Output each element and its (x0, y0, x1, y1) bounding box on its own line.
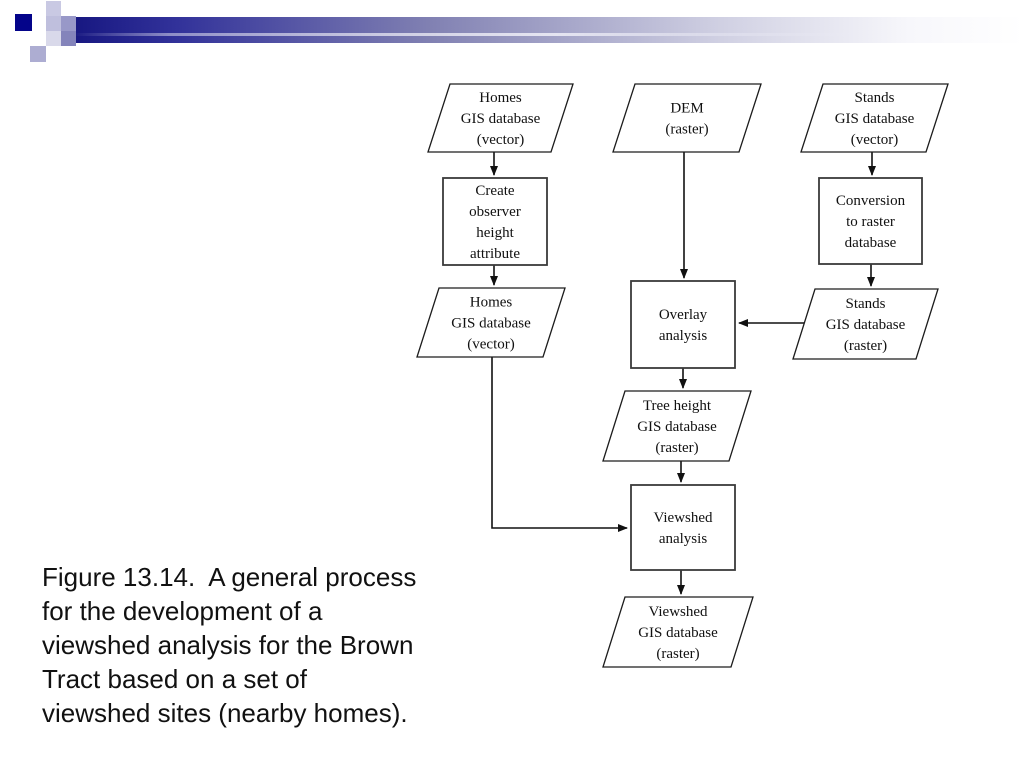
data-parallelogram (602, 390, 752, 462)
process-box (630, 484, 736, 571)
node-dem-raster: DEM(raster) (612, 83, 762, 153)
process-box (818, 177, 923, 265)
data-parallelogram (416, 287, 566, 358)
data-parallelogram (800, 83, 949, 153)
edges-layer (490, 152, 876, 595)
data-parallelogram (792, 288, 939, 360)
decor-square (46, 1, 61, 16)
header-gradient-bar (62, 17, 1024, 43)
data-parallelogram (427, 83, 574, 153)
edge-homes-gis-vector-out-to-viewshed-analysis (491, 357, 628, 532)
decor-square (15, 14, 32, 31)
node-label: DEM(raster) (665, 101, 708, 138)
decor-square (61, 31, 76, 46)
decor-square (30, 46, 46, 62)
process-box (442, 177, 548, 266)
data-parallelogram (602, 596, 754, 668)
header-bar-highlight (72, 33, 880, 36)
process-box (630, 280, 736, 369)
decor-square (61, 16, 76, 31)
decor-square (46, 31, 61, 46)
data-parallelogram (612, 83, 762, 153)
figure-caption: Figure 13.14. A general process for the … (42, 562, 417, 728)
slide-header-decoration (0, 0, 1024, 70)
decor-square (46, 16, 61, 31)
